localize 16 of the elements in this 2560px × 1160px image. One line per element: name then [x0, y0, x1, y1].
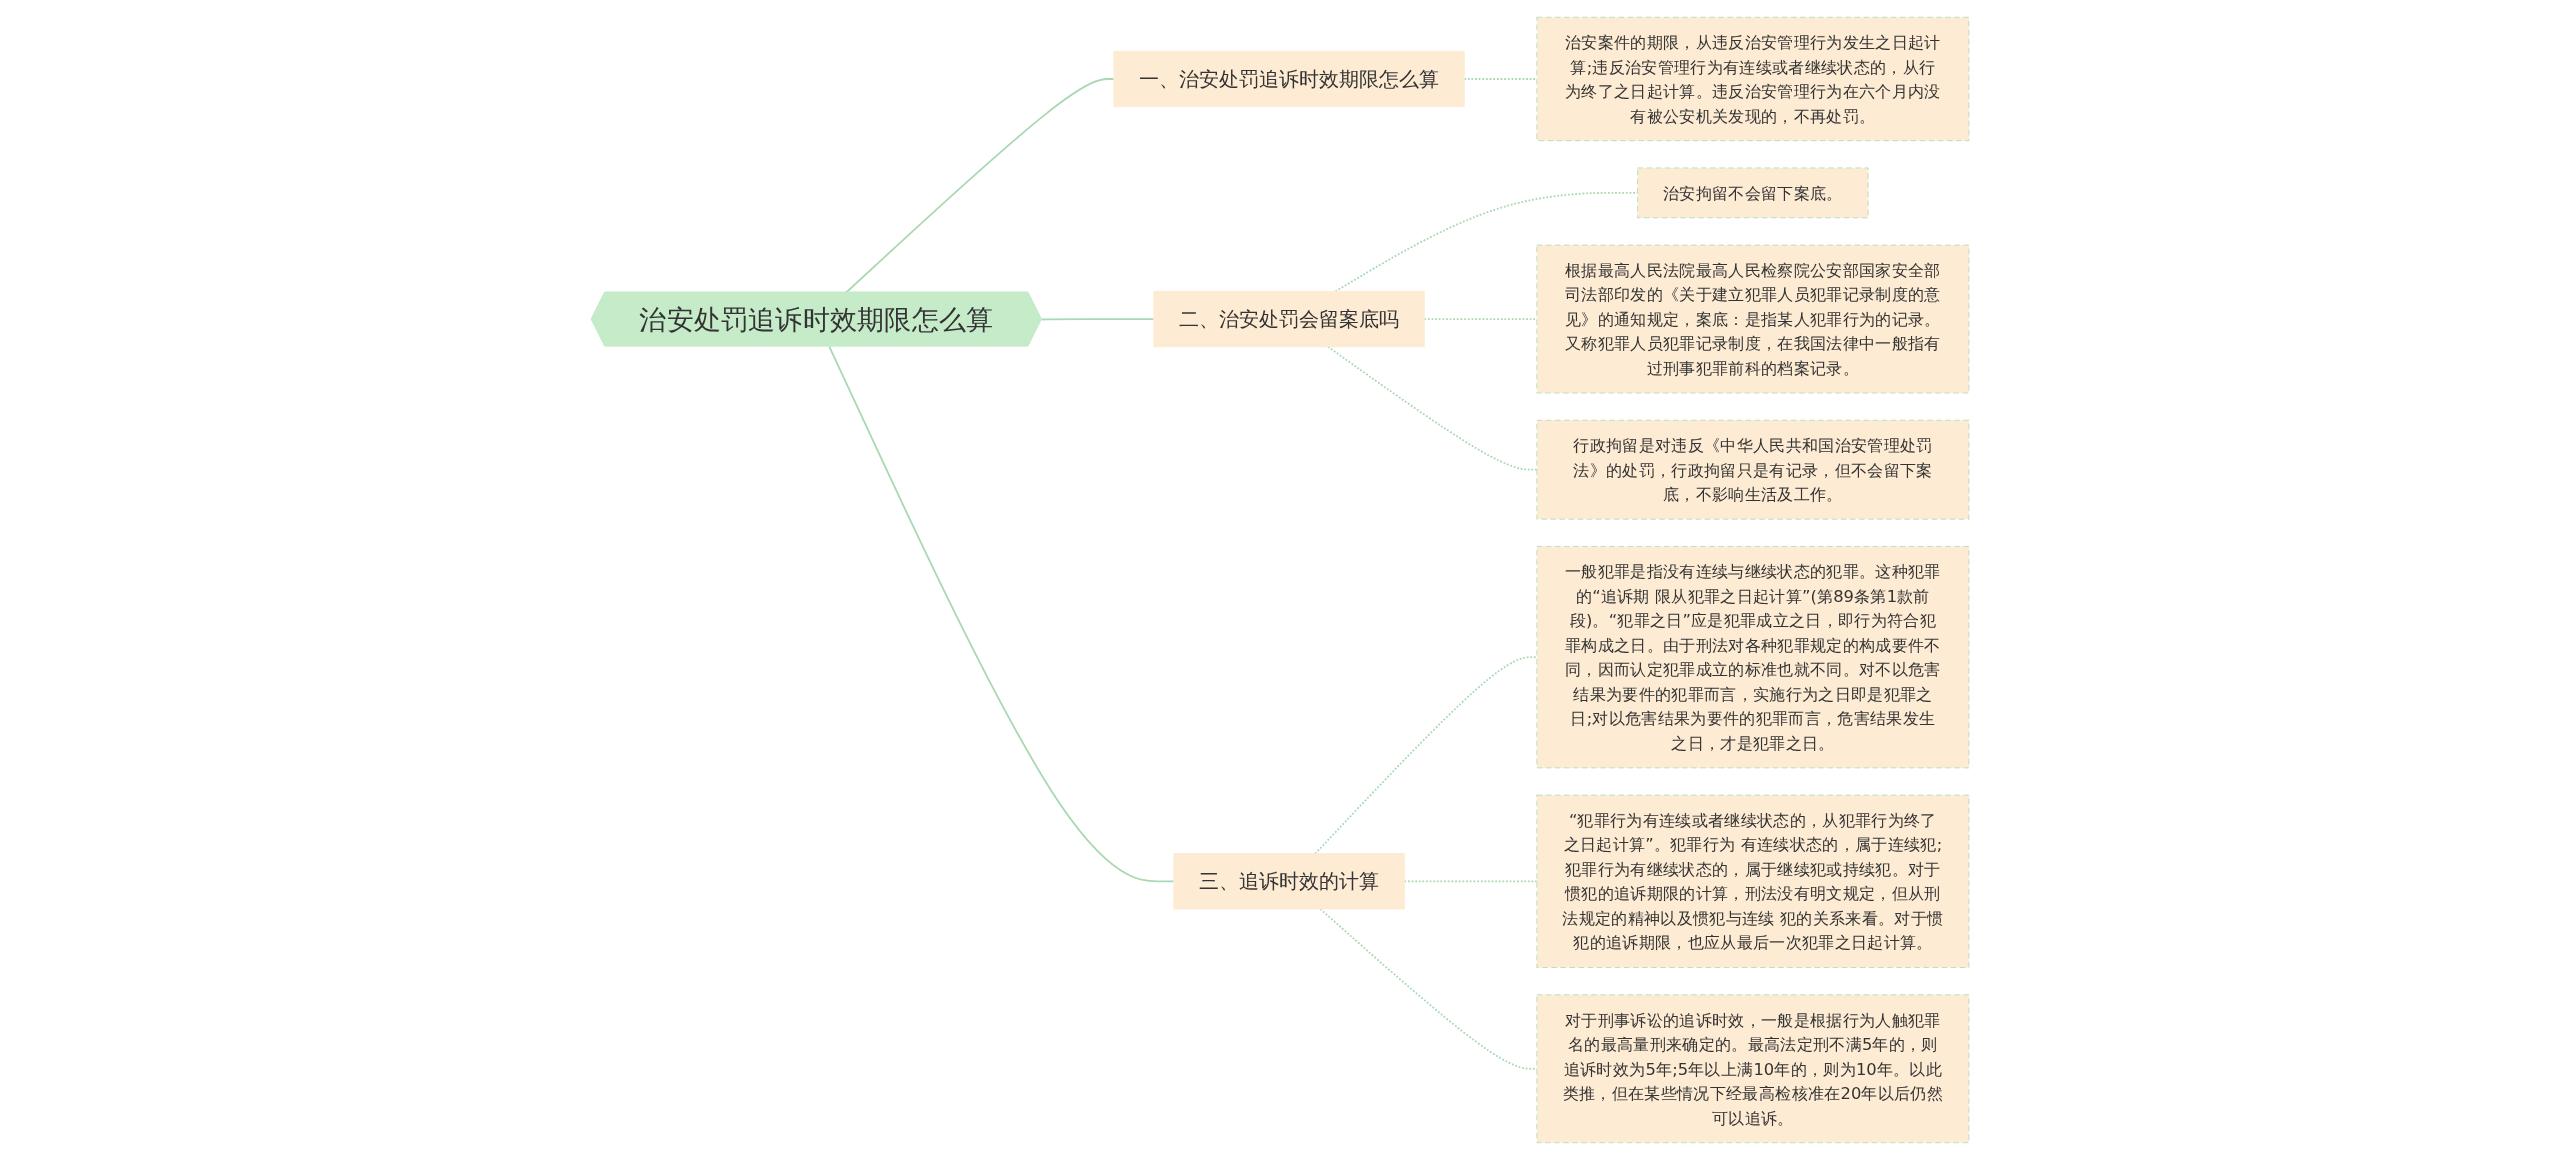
node-box: 一、治安处罚追诉时效期限怎么算	[1113, 50, 1465, 108]
connector	[844, 78, 1115, 294]
connector	[1040, 318, 1155, 321]
connector	[828, 345, 1175, 883]
node-box: 根据最高人民法院最高人民检察院公安部国家安全部司法部印发的《关于建立犯罪人员犯罪记录制度的意见》的通知规定，案底：是指某人犯罪行为的记录。又称犯罪人员犯罪记录制度，在我国法律中一般指有过刑事犯罪前科的档案记录。	[1536, 244, 1970, 394]
node-box: 治安拘留不会留下案底。	[1637, 167, 1869, 219]
node-box: 行政拘留是对违反《中华人民共和国治安管理处罚法》的处罚，行政拘留只是有记录，但不会留下案底，不影响生活及工作。	[1536, 419, 1970, 520]
node-box: “犯罪行为有连续或者继续状态的，从犯罪行为终了之日起计算”。犯罪行为 有连续状态的，属于连续犯;犯罪行为有继续状态的，属于继续犯或持续犯。对于惯犯的追诉期限的计算，刑法没有明文规定，但从刑法规定的精神以及惯犯与连续 犯的关系来看。对于惯犯的追诉期限，也应从最后一次犯罪之日起计算。	[1536, 794, 1970, 968]
node-box: 对于刑事诉讼的追诉时效，一般是根据行为人触犯罪名的最高量刑来确定的。最高法定刑不满5年的，则追诉时效为5年;5年以上满10年的，则为10年。以此类推，但在某些情况下经最高检核准在20年以后仍然可以追诉。	[1536, 994, 1970, 1144]
node-box: 治安案件的期限，从违反治安管理行为发生之日起计算;违反治安管理行为有连续或者继续状态的，从行为终了之日起计算。违反治安管理行为在六个月内没有被公安机关发现的，不再处罚。	[1536, 16, 1970, 142]
connector	[1314, 656, 1538, 855]
connector	[1463, 78, 1538, 80]
node-box: 三、追诉时效的计算	[1173, 853, 1405, 910]
connector	[1423, 318, 1538, 320]
node-box: 二、治安处罚会留案底吗	[1153, 290, 1425, 348]
node-box: 一般犯罪是指没有连续与继续状态的犯罪。这种犯罪的“追诉期 限从犯罪之日起计算”(第89条第1款前段)。“犯罪之日”应是犯罪成立之日，即行为符合犯罪构成之日。由于刑法对各种犯罪规定的构成要件不同，因而认定犯罪成立的标准也就不同。对不以危害结果为要件的犯罪而言，实施行为之日即是犯罪之日;对以危害结果为要件的犯罪而言，危害结果发生之日，才是犯罪之日。	[1536, 545, 1970, 769]
